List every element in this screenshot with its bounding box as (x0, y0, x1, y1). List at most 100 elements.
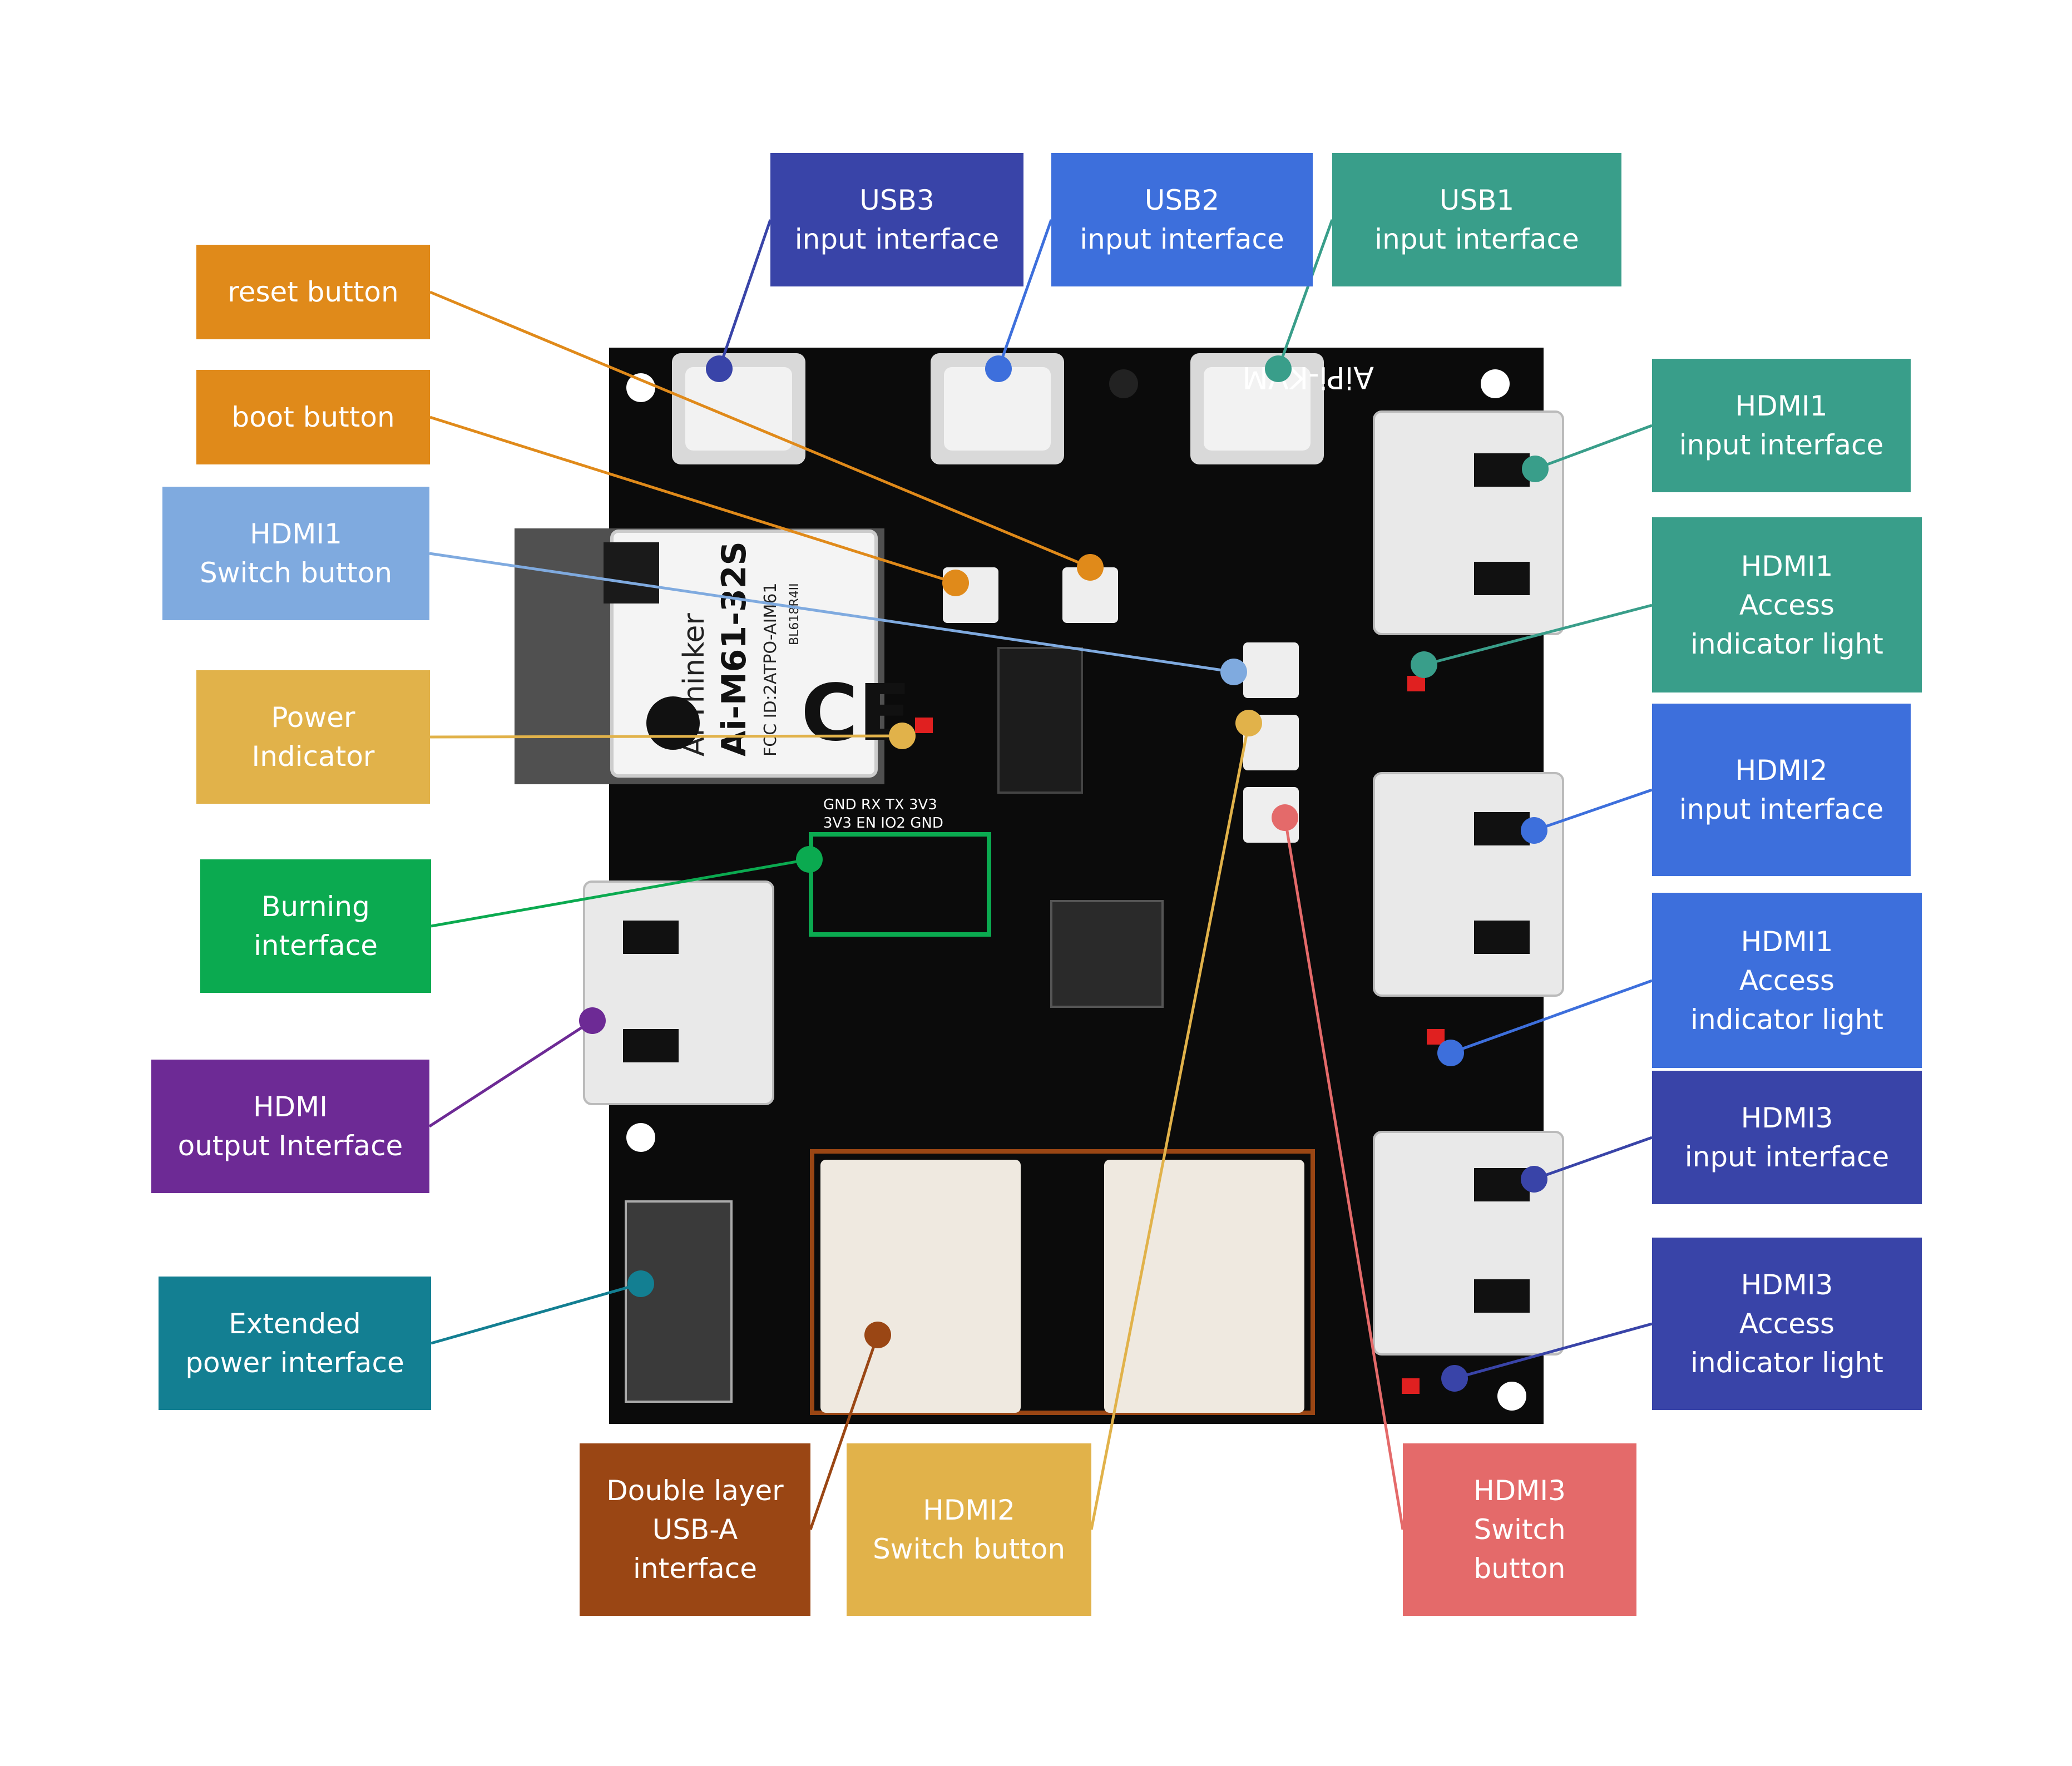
leader-lines (428, 219, 1653, 1530)
chip-u4 (997, 647, 1083, 794)
mounting-hole (626, 1123, 655, 1152)
label-extended-power-interface: Extended power interface (159, 1277, 431, 1410)
label-hdmi1-switch-button: HDMI1 Switch button (162, 487, 429, 620)
label-power-indicator: Power Indicator (196, 670, 430, 804)
leader-line-hdmi1-access-light-a (1423, 603, 1653, 666)
leader-line-boot-button (429, 415, 956, 585)
led-power (915, 718, 933, 733)
module-fcc-id: FCC ID:2ATPO-AIM61 (761, 583, 780, 756)
leader-line-reset-button (429, 290, 1091, 569)
marker-dot-hdmi-output-interface (579, 1007, 606, 1034)
marker-dot-reset-button (1077, 554, 1104, 581)
leader-line-hdmi2-input-interface (1534, 788, 1653, 832)
leader-line-power-indicator (429, 734, 903, 739)
marker-dot-burning-interface (796, 846, 823, 873)
label-hdmi3-switch-button: HDMI3 Switch button (1403, 1443, 1636, 1616)
marker-dot-usb1-input (1265, 355, 1292, 382)
marker-dot-hdmi1-switch-button (1220, 659, 1247, 685)
pin-row-top: GND RX TX 3V3 (823, 797, 937, 813)
label-text: HDMI2 Switch button (872, 1494, 1066, 1565)
mounting-hole (1497, 1382, 1526, 1411)
label-usb1-input: USB1 input interface (1332, 153, 1621, 286)
pcb-board (609, 348, 1544, 1424)
pin-row-bottom: 3V3 EN IO2 GND (823, 815, 943, 832)
button-s4 (1243, 715, 1299, 770)
hdmi-connector-hdmi3 (1373, 1131, 1564, 1356)
module-model: Ai-M61-32S (715, 541, 754, 756)
button-s3 (1243, 642, 1299, 698)
label-text: Extended power interface (185, 1308, 404, 1379)
label-burning-interface: Burning interface (200, 859, 431, 993)
label-text: HDMI output Interface (177, 1091, 403, 1162)
button-burn (943, 567, 998, 623)
label-text: HDMI2 input interface (1679, 754, 1884, 825)
marker-dot-hdmi3-input-interface (1521, 1166, 1547, 1193)
module-ai-logo (646, 696, 700, 750)
leader-line-hdmi3-switch-button (1283, 817, 1405, 1530)
mounting-hole (626, 373, 655, 402)
marker-dot-double-layer-usba (864, 1322, 891, 1348)
label-text: HDMI3 Switch button (1473, 1475, 1566, 1585)
label-text: HDMI1 Switch button (199, 518, 393, 589)
label-text: boot button (231, 401, 395, 433)
label-text: HDMI1 Access indicator light (1690, 925, 1883, 1036)
mounting-hole-dark (1109, 369, 1138, 398)
label-hdmi3-access-light: HDMI3 Access indicator light (1652, 1238, 1922, 1410)
label-text: USB3 input interface (794, 184, 1000, 255)
label-text: HDMI3 input interface (1684, 1102, 1890, 1173)
hdmi-connector-hdmi1 (1373, 410, 1564, 635)
label-text: Burning interface (254, 891, 378, 962)
marker-dot-hdmi1-access-light-b (1437, 1040, 1464, 1066)
label-usb3-input: USB3 input interface (770, 153, 1023, 286)
marker-dot-hdmi3-switch-button (1272, 804, 1298, 831)
leader-line-hdmi1-switch-button (429, 552, 1234, 674)
usb-c-port-usb2 (931, 353, 1064, 464)
usb-a-port-left (820, 1160, 1021, 1413)
label-text: USB2 input interface (1080, 184, 1284, 255)
leader-line-hdmi3-access-light (1454, 1322, 1653, 1380)
label-text: USB1 input interface (1374, 184, 1579, 255)
hdmi-connector-output (583, 880, 774, 1105)
label-hdmi2-switch-button: HDMI2 Switch button (847, 1443, 1091, 1616)
chip-u3 (1050, 900, 1164, 1008)
label-hdmi3-input-interface: HDMI3 input interface (1652, 1071, 1922, 1204)
marker-dot-extended-power-interface (627, 1270, 654, 1297)
leader-line-burning-interface (431, 858, 810, 928)
leader-line-hdmi1-input-interface (1535, 424, 1653, 471)
label-usb2-input: USB2 input interface (1051, 153, 1313, 286)
hdmi-connector-hdmi2 (1373, 772, 1564, 997)
leader-line-hdmi3-input-interface (1534, 1136, 1653, 1181)
label-text: HDMI3 Access indicator light (1690, 1269, 1883, 1379)
led-hdmi1 (1407, 676, 1425, 691)
label-reset-button: reset button (196, 245, 430, 339)
marker-dot-hdmi2-input-interface (1521, 817, 1547, 844)
label-text: Double layer USB-A interface (606, 1475, 784, 1585)
module-chip: BL618R4II (788, 583, 802, 645)
label-boot-button: boot button (196, 370, 430, 464)
button-rst (1062, 567, 1118, 623)
marker-dot-hdmi1-input-interface (1522, 456, 1549, 482)
label-text: HDMI1 Access indicator light (1690, 550, 1883, 660)
leader-line-hdmi2-switch-button (1090, 723, 1250, 1530)
label-hdmi2-input-interface: HDMI2 input interface (1652, 704, 1911, 876)
usb-a-outline (810, 1149, 1315, 1415)
marker-dot-hdmi2-switch-button (1235, 710, 1262, 736)
label-hdmi1-input-interface: HDMI1 input interface (1652, 359, 1911, 492)
label-hdmi1-access-light-b: HDMI1 Access indicator light (1652, 893, 1922, 1068)
wifi-module-ai-m61: Ai-Thinker Ai-M61-32S FCC ID:2ATPO-AIM61… (515, 528, 911, 784)
button-s5 (1243, 787, 1299, 843)
marker-dot-hdmi1-access-light-a (1411, 651, 1437, 678)
dc-jack (625, 1200, 733, 1403)
label-text: Power Indicator (251, 701, 375, 773)
usb-c-port-usb1 (1190, 353, 1324, 464)
usb-c-port-usb3 (672, 353, 805, 464)
module-ce-mark: CE (801, 668, 911, 759)
label-text: HDMI1 input interface (1679, 390, 1884, 461)
leader-line-usb3-input (718, 219, 772, 369)
burning-header (809, 832, 991, 937)
usb-a-port-right (1104, 1160, 1304, 1413)
marker-dot-hdmi3-access-light (1441, 1365, 1468, 1392)
leader-line-hdmi-output-interface (428, 1019, 594, 1128)
led-hdmi2 (1427, 1029, 1445, 1045)
